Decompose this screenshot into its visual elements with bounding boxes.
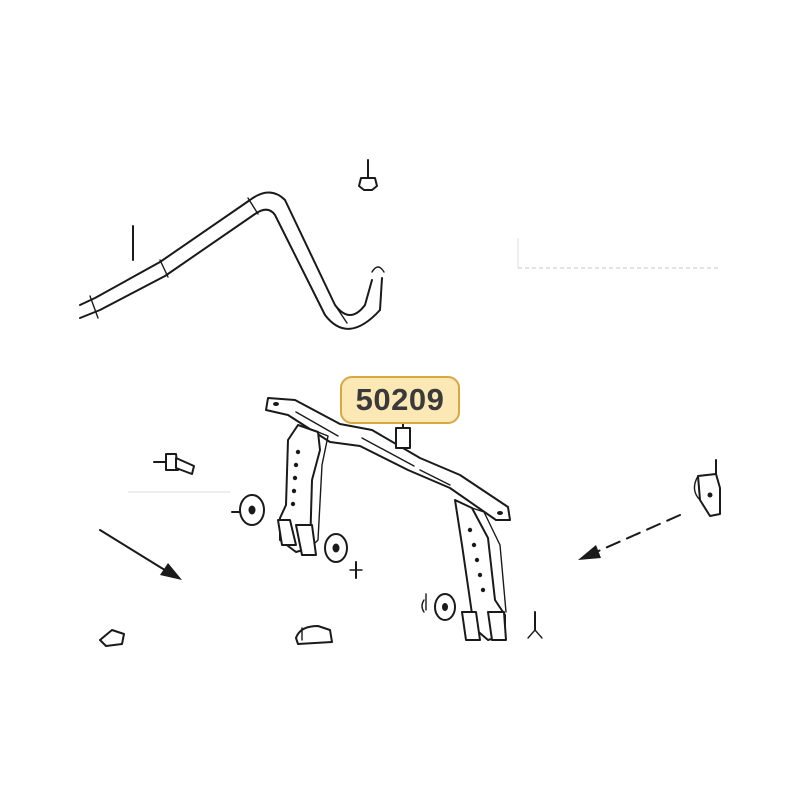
washer-center-icon bbox=[324, 533, 348, 563]
right-arrow-icon bbox=[578, 514, 681, 560]
washer-right-icon bbox=[421, 593, 456, 621]
pin-icon bbox=[349, 561, 363, 579]
clamp-icon bbox=[693, 459, 721, 517]
left-bracket bbox=[277, 424, 329, 556]
part-number-callout[interactable]: 50209 bbox=[340, 376, 460, 424]
faint-leader bbox=[517, 238, 720, 269]
left-arrow-icon bbox=[99, 491, 230, 580]
bent-tube bbox=[79, 191, 385, 330]
bottom-center-clamp-icon bbox=[295, 625, 333, 645]
left-bracket-holes bbox=[290, 449, 301, 507]
right-bracket-holes bbox=[467, 527, 486, 593]
right-bracket bbox=[454, 499, 507, 641]
right-pin-icon bbox=[527, 611, 543, 639]
bottom-left-nut-icon bbox=[99, 629, 125, 647]
part-number-label: 50209 bbox=[355, 382, 445, 417]
washer-left-icon bbox=[231, 494, 265, 526]
top-bolt-icon bbox=[358, 159, 378, 191]
left-bolt-icon bbox=[153, 453, 195, 475]
